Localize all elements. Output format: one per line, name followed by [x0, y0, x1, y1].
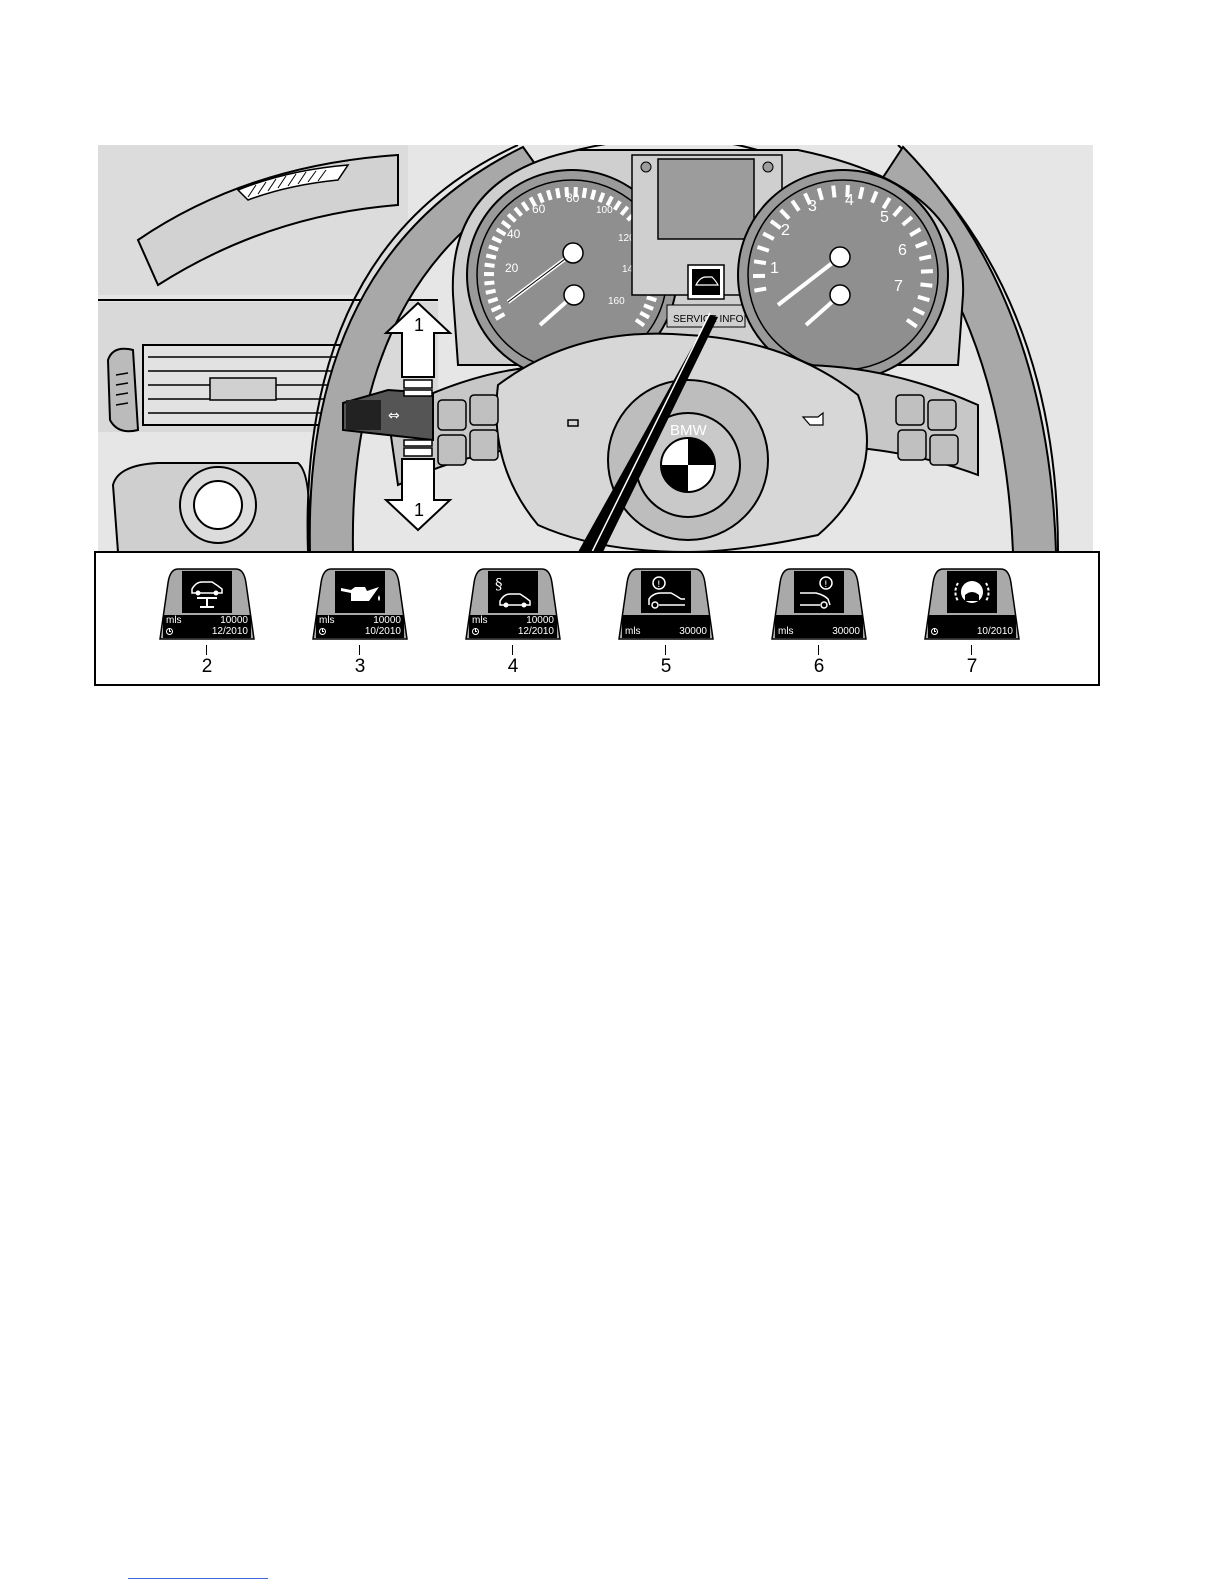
gauge-tick — [921, 271, 933, 272]
readout-label: mls — [472, 615, 488, 626]
tacho-label: 3 — [808, 198, 817, 215]
readout-value: 30000 — [679, 626, 707, 637]
readout-value: 10/2010 — [977, 626, 1013, 637]
clock-icon — [166, 628, 173, 635]
service-item-number: 4 — [464, 657, 562, 677]
tacho-label: 4 — [845, 192, 854, 209]
instrument-cluster-illustration: 20 40 60 80 100 120 140 160 SERVICE INFO… — [98, 145, 1093, 552]
clock-icon — [472, 628, 479, 635]
readout-label: mls — [319, 615, 335, 626]
gauge-tick — [919, 256, 931, 258]
readout-value: 10000 — [526, 615, 554, 626]
bmw-logo-text: BMW — [670, 422, 708, 439]
rear-brake-pads-icon: ! — [794, 571, 844, 613]
service-requirements-panel: mls 10000 12/2010 2 mls 10000 10/2010 3 § — [94, 551, 1100, 686]
gauge-tick — [754, 289, 766, 291]
service-item: mls 10000 10/2010 3 — [311, 565, 409, 675]
svg-text:⇔: ⇔ — [388, 408, 400, 424]
gauge-tick — [584, 188, 585, 198]
gauge-tick — [557, 188, 559, 198]
brake-fluid-icon — [947, 571, 997, 613]
readout-value: 10000 — [373, 615, 401, 626]
gauge-tick — [486, 291, 496, 293]
service-item: mls 10000 12/2010 2 — [158, 565, 256, 675]
svg-text:!: ! — [657, 580, 661, 590]
service-item: § mls 10000 12/2010 4 — [464, 565, 562, 675]
speedo-label: 80 — [566, 191, 580, 205]
gauge-tick — [754, 261, 766, 263]
service-item: ! mls 30000 6 — [770, 565, 868, 675]
tacho-label: 6 — [898, 242, 907, 259]
footer-link-underline — [128, 1578, 268, 1579]
gauge-tick — [486, 255, 496, 257]
gauge-tick — [920, 284, 932, 285]
service-item-number: 6 — [770, 657, 868, 677]
service-item-number: 5 — [617, 657, 715, 677]
gauge-tick — [484, 282, 494, 283]
gauge-tick — [647, 297, 657, 300]
clock-icon — [319, 628, 326, 635]
service-item-number: 7 — [923, 657, 1021, 677]
gauge-tick — [592, 190, 595, 200]
readout-value: 12/2010 — [212, 626, 248, 637]
car-on-lift-icon — [182, 571, 232, 613]
speedo-label: 60 — [532, 202, 546, 216]
readout-label: mls — [625, 626, 641, 637]
tacho-label: 2 — [781, 222, 790, 239]
readout-value: 10000 — [220, 615, 248, 626]
service-item-number: 3 — [311, 657, 409, 677]
tacho-label: 5 — [880, 209, 889, 226]
readout-label: mls — [778, 626, 794, 637]
callout-1-bottom: 1 — [414, 500, 424, 520]
vehicle-inspection-icon: § — [488, 571, 538, 613]
readout-value: 12/2010 — [518, 626, 554, 637]
gauge-tick — [548, 190, 551, 200]
front-brake-pads-icon: ! — [641, 571, 691, 613]
speedo-label: 160 — [608, 296, 625, 307]
gauge-tick — [485, 265, 495, 266]
readout-value: 30000 — [832, 626, 860, 637]
service-item: 10/2010 7 — [923, 565, 1021, 675]
gauge-tick — [833, 186, 834, 198]
svg-text:§: § — [495, 575, 503, 593]
gauge-tick — [860, 187, 863, 199]
service-item-number: 2 — [158, 657, 256, 677]
speedo-label: 40 — [507, 227, 521, 241]
tacho-label: 7 — [894, 278, 903, 295]
tacho-label: 1 — [770, 260, 779, 277]
service-item: ! mls 30000 5 — [617, 565, 715, 675]
oil-can-icon — [335, 571, 385, 613]
readout-value: 10/2010 — [365, 626, 401, 637]
speedo-label: 100 — [596, 205, 613, 216]
speedo-label: 20 — [505, 261, 519, 275]
svg-text:!: ! — [824, 580, 828, 590]
callout-1-top: 1 — [414, 315, 424, 335]
clock-icon — [931, 628, 938, 635]
readout-label: mls — [166, 615, 182, 626]
